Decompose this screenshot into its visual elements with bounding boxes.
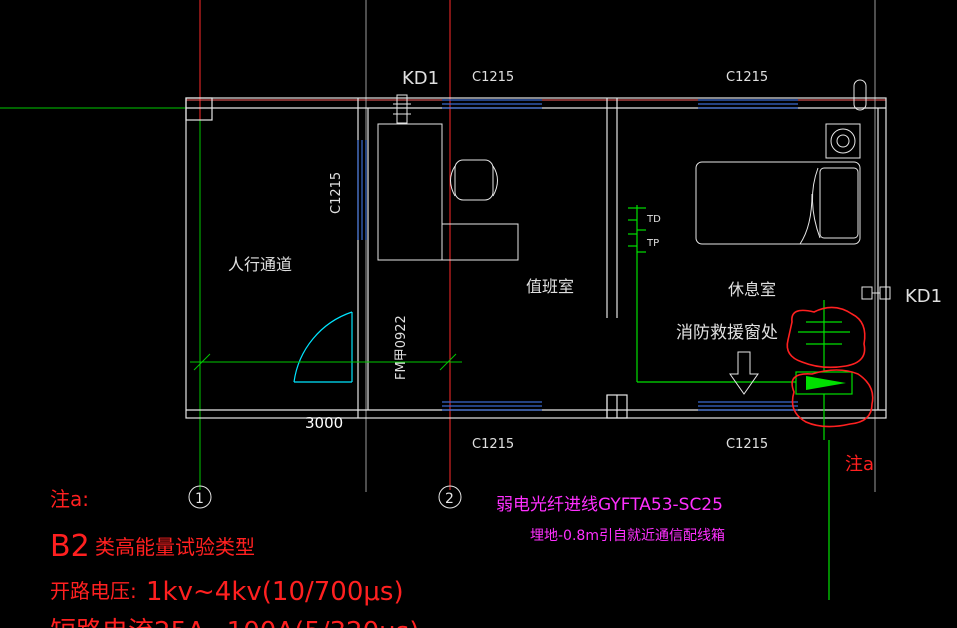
c1215-bottom-right-label: C1215 [726,437,768,452]
c1215-vertical-label: C1215 [329,172,344,214]
c1215-bottom-left-label: C1215 [472,437,514,452]
kd1-device-icon [393,94,411,124]
kd1-top-label: KD1 [402,68,439,89]
fm-door-label: FM甲0922 [394,315,409,380]
cable-route [628,205,853,600]
equipment-arrow-icon [806,376,846,390]
notes-line1-code: B2 [50,529,90,564]
axis-bubble-2 [438,485,462,509]
c1215-top-left-label: C1215 [472,70,514,85]
door-swing-icon [293,311,353,383]
axis-1-label: 1 [195,491,204,507]
notes-line2-value: 1kv~4kv(10/700μs) [146,577,404,607]
notes-line1-text: 类高能量试验类型 [95,535,255,559]
revision-cloud-upper [786,306,866,369]
axis-2-label: 2 [445,491,454,507]
down-arrow-icon [729,351,759,395]
cable-line1-label: 弱电光纤进线GYFTA53-SC25 [496,495,723,515]
notes-line3-partial: 短路电流25A~100A(5/320μs) [50,617,419,628]
kd1-right-box-icon [861,286,891,300]
bed-icon [695,161,861,245]
cable-line2-label: 埋地-0.8m引自就近通信配线箱 [530,528,725,544]
dimension-3000-label: 3000 [305,414,343,432]
room-duty-label: 值班室 [526,277,574,296]
note-a-marker-label: 注a [845,454,874,475]
notes-title: 注a: [50,487,89,511]
fan-icon [825,79,867,159]
c1215-top-right-label: C1215 [726,70,768,85]
revision-cloud-lower [791,369,874,428]
desk-icon [377,123,519,261]
windows [357,99,798,411]
kd1-right-label: KD1 [905,286,942,307]
axis-bubble-1 [188,485,212,509]
room-rest-label: 休息室 [728,280,776,299]
fire-rescue-window-label: 消防救援窗处 [676,323,778,343]
dimension-line [190,353,462,371]
room-passage-label: 人行通道 [228,255,292,274]
notes-line2-label: 开路电压: [50,579,137,603]
tp-label: TP [646,238,659,249]
td-label: TD [646,214,661,225]
